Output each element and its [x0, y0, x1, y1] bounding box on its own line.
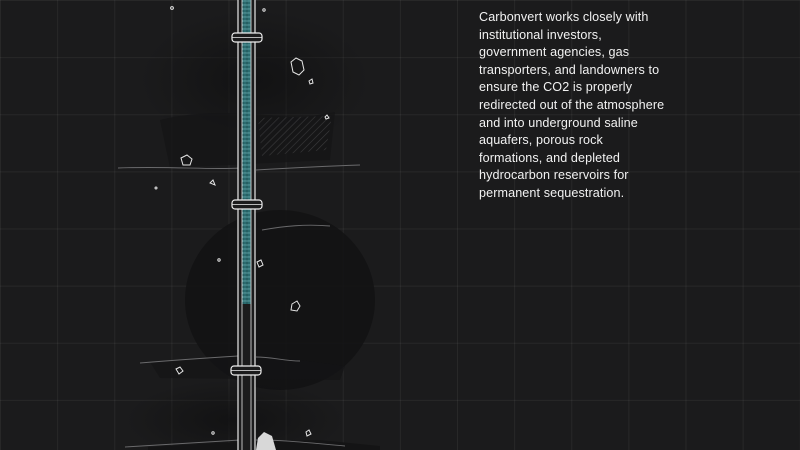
description-text: Carbonvert works closely with institutio…	[479, 10, 665, 200]
rock-fragments	[154, 6, 330, 437]
rock-silhouette	[256, 432, 276, 450]
injection-well-pipe-icon	[237, 0, 256, 450]
pipe-coupling-icon	[230, 32, 263, 376]
